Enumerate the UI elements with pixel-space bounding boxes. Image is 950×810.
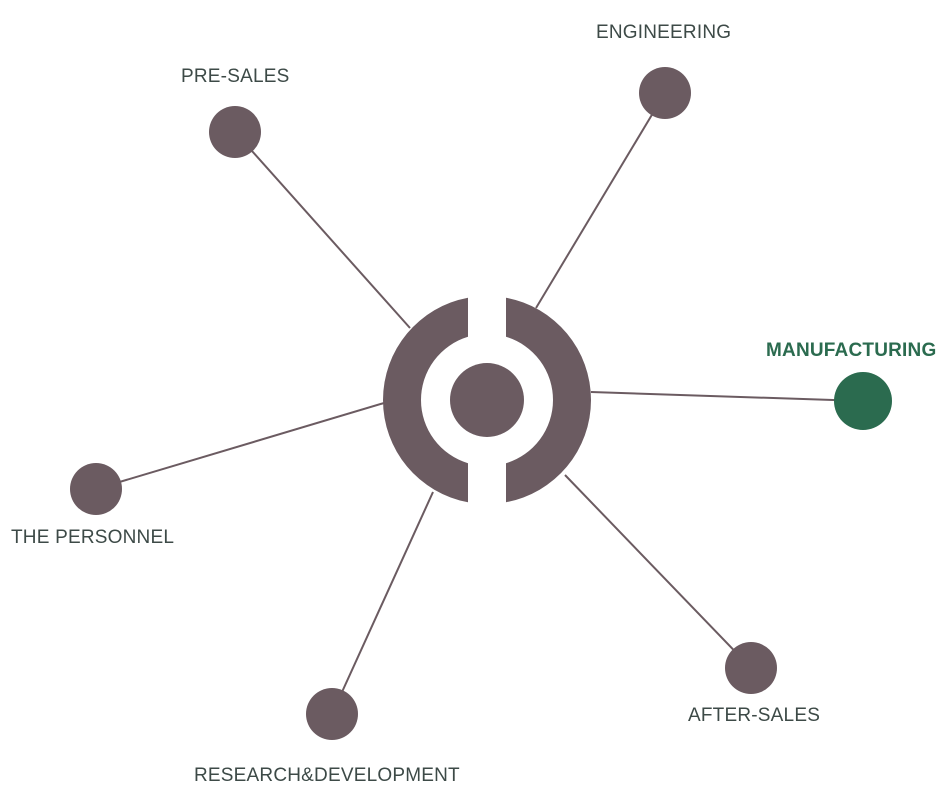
link-pre-sales: [234, 131, 411, 329]
link-the-personnel: [95, 402, 385, 490]
node-dot-pre-sales[interactable]: [209, 106, 261, 158]
node-dot-after-sales[interactable]: [725, 642, 777, 694]
node-dot-research-development[interactable]: [306, 688, 358, 740]
node-label-engineering[interactable]: ENGINEERING: [596, 22, 732, 43]
hub-ring-left: [382, 297, 468, 503]
link-manufacturing: [590, 391, 864, 402]
hub-logo-icon: [382, 297, 592, 503]
hub-ring-right: [506, 297, 592, 503]
node-label-manufacturing[interactable]: MANUFACTURING: [766, 340, 937, 361]
link-engineering: [535, 92, 666, 309]
links-layer: [95, 92, 864, 715]
node-dot-manufacturing[interactable]: [834, 372, 892, 430]
node-label-pre-sales[interactable]: PRE-SALES: [181, 66, 290, 87]
node-dot-engineering[interactable]: [639, 67, 691, 119]
nodes-layer: [70, 67, 892, 740]
node-dot-the-personnel[interactable]: [70, 463, 122, 515]
hub-core: [450, 363, 524, 437]
node-label-the-personnel[interactable]: THE PERSONNEL: [11, 527, 175, 548]
node-label-research-development[interactable]: RESEARCH&DEVELOPMENT: [194, 765, 460, 786]
link-research-development: [331, 491, 434, 715]
node-label-after-sales[interactable]: AFTER-SALES: [688, 705, 821, 726]
link-after-sales: [564, 474, 752, 669]
